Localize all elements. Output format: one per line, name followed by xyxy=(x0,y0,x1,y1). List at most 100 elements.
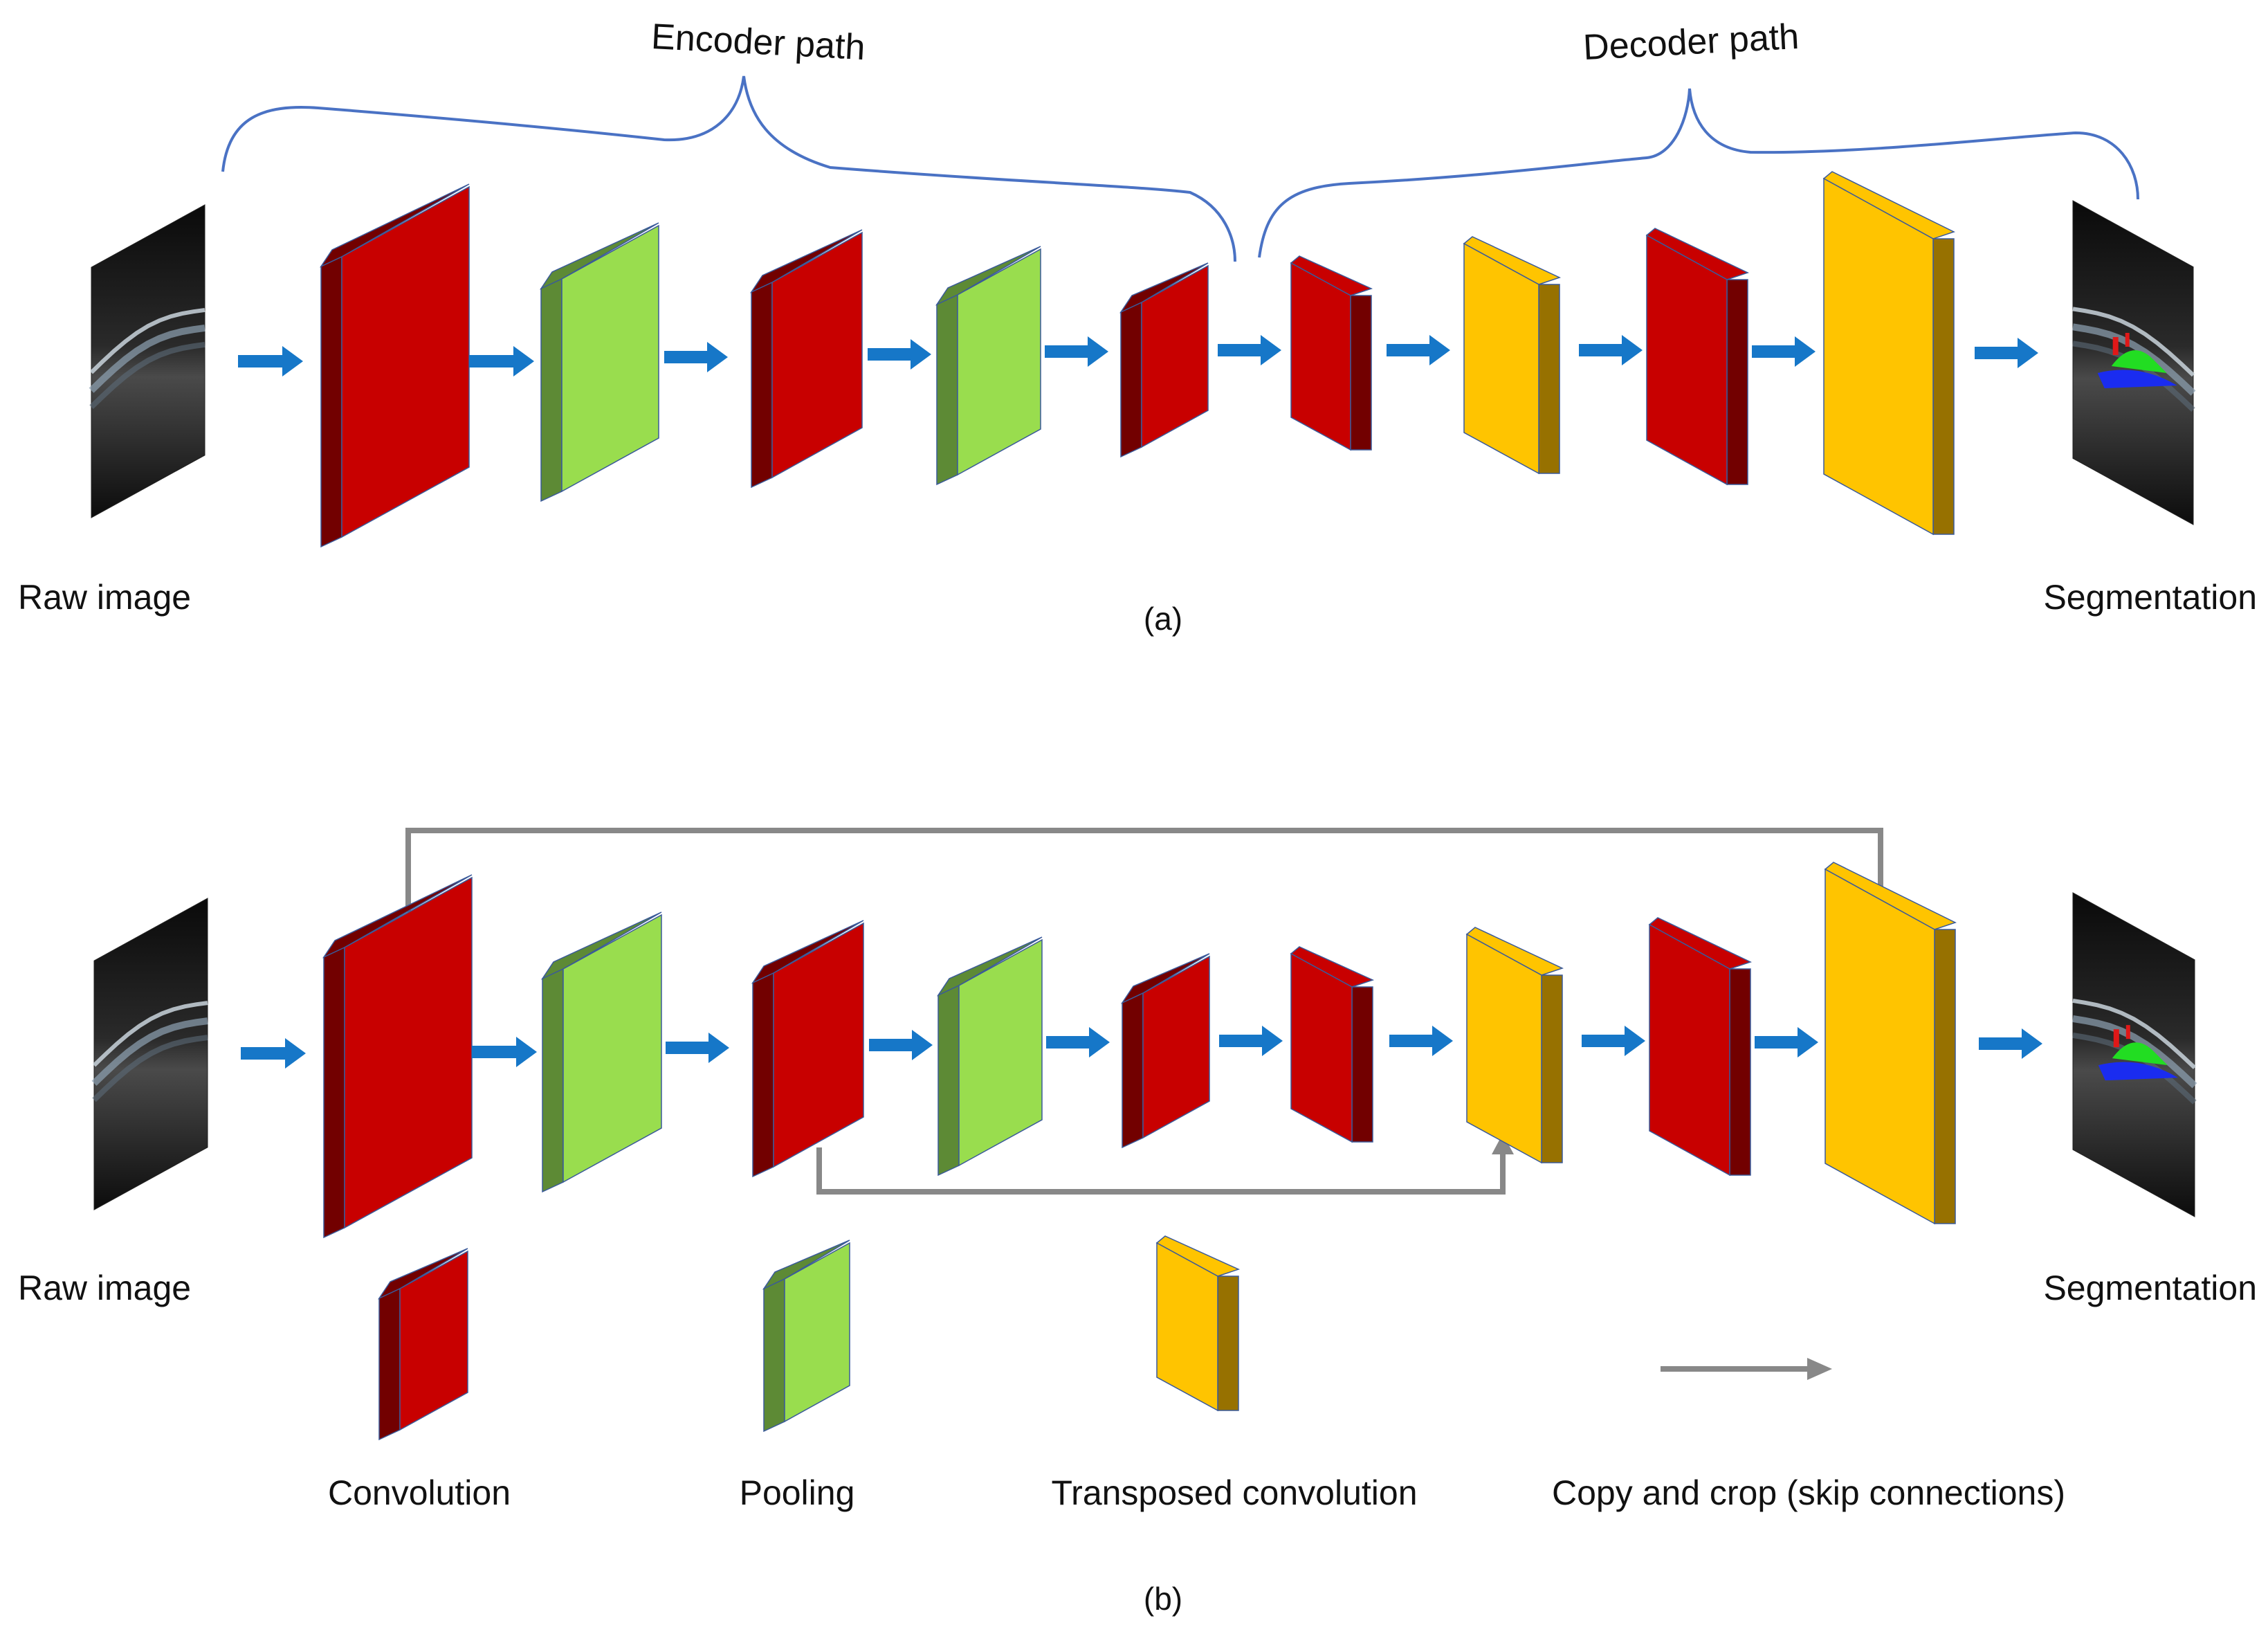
arrow-shaft xyxy=(241,1047,288,1060)
arrow-shaft xyxy=(664,351,710,363)
pool-block-b2 xyxy=(936,936,1043,1177)
tconv-block-a2 xyxy=(1822,171,1955,536)
conv-block-a4 xyxy=(1290,255,1373,451)
conv-block-b1 xyxy=(322,874,473,1239)
conv-block-b5 xyxy=(1648,917,1752,1177)
arrow-shaft xyxy=(1975,347,2020,359)
raw-image-a xyxy=(89,204,205,518)
skip-connection-top xyxy=(405,828,1892,914)
flow-arrow-a10 xyxy=(1975,338,2038,368)
block-front-face xyxy=(399,1250,468,1431)
block-side-face xyxy=(1217,1276,1239,1411)
legend: Convolution Pooling Transposed convoluti… xyxy=(328,1235,2065,1512)
arrow-head xyxy=(1089,1027,1110,1057)
segmentation-label-a: Segmentation xyxy=(2043,578,2257,617)
block-side-face xyxy=(1729,968,1751,1176)
flow-arrow-b10 xyxy=(1979,1028,2042,1059)
retina-band xyxy=(92,1001,208,1067)
retina-band-lower xyxy=(89,325,205,393)
arrow-head xyxy=(282,346,303,376)
legend-conv-swatch xyxy=(377,1248,468,1441)
arrow-head xyxy=(1622,335,1643,365)
arrow-shaft xyxy=(1045,345,1090,358)
decoder-brace xyxy=(1258,88,2139,258)
flow-arrow-b6 xyxy=(1219,1026,1283,1056)
arrow-shaft xyxy=(238,355,285,367)
segmentation-image-b xyxy=(2072,892,2197,1217)
flow-arrow-b4 xyxy=(869,1030,933,1060)
block-front-face xyxy=(1466,933,1542,1164)
retina-band-lower xyxy=(91,1017,208,1086)
flow-arrow-b3 xyxy=(666,1033,729,1063)
seg-green-region xyxy=(2111,350,2167,374)
arrow-head xyxy=(1261,335,1281,365)
seg-green-region xyxy=(2112,1042,2168,1066)
arrow-shaft xyxy=(469,355,516,367)
arrow-head xyxy=(707,342,728,372)
flow-arrow-b2 xyxy=(472,1037,537,1067)
block-side-face xyxy=(1726,279,1748,485)
block-side-face xyxy=(1932,238,1955,535)
block-front-face xyxy=(1156,1242,1218,1412)
conv-block-a1 xyxy=(319,183,470,548)
arrow-head xyxy=(1625,1026,1645,1056)
block-front-face xyxy=(561,224,659,493)
raw-image-label-b: Raw image xyxy=(18,1269,191,1307)
retina-band-lower xyxy=(2072,1015,2197,1089)
block-front-face xyxy=(1290,952,1353,1143)
arrow-shaft xyxy=(1979,1037,2024,1050)
block-front-face xyxy=(341,185,470,538)
block-side-face xyxy=(752,972,774,1178)
arrow-head xyxy=(2018,338,2038,368)
seg-blue-region xyxy=(2098,1062,2178,1081)
conv-block-b4 xyxy=(1290,946,1375,1143)
arrow-head xyxy=(1429,335,1450,365)
block-side-face xyxy=(323,946,345,1239)
block-side-face xyxy=(1351,986,1373,1143)
block-side-face xyxy=(540,278,563,502)
block-front-face xyxy=(957,248,1041,476)
seg-red-mark xyxy=(2112,337,2119,356)
block-front-face xyxy=(1823,177,1934,536)
retina-band-deep xyxy=(89,341,205,410)
block-side-face xyxy=(763,1278,785,1433)
segmentation-label-b: Segmentation xyxy=(2043,1269,2257,1307)
block-side-face xyxy=(1122,992,1144,1149)
retina-band-deep xyxy=(92,1035,208,1102)
arrow-head xyxy=(285,1038,306,1069)
arrow-shaft xyxy=(1387,344,1432,356)
arrow-shaft xyxy=(1582,1035,1627,1047)
block-front-face xyxy=(1141,264,1209,448)
block-front-face xyxy=(784,1242,850,1423)
block-front-face xyxy=(1142,955,1210,1139)
flow-arrow-a8 xyxy=(1579,335,1643,365)
conv-block-b2 xyxy=(751,920,864,1178)
flow-arrow-b9 xyxy=(1755,1027,1818,1057)
segmentation-image-a xyxy=(2072,200,2196,525)
block-front-face xyxy=(958,938,1043,1167)
skip-connection-bottom xyxy=(816,1134,1514,1195)
retina-band-lower xyxy=(2072,323,2196,396)
flow-arrow-a4 xyxy=(868,339,931,370)
arrow-head xyxy=(912,1030,933,1060)
block-front-face xyxy=(773,922,864,1168)
block-side-face xyxy=(938,984,960,1177)
block-front-face xyxy=(1463,242,1539,475)
pool-block-a2 xyxy=(935,246,1041,486)
arrow-shaft xyxy=(869,1039,915,1051)
flow-arrow-a2 xyxy=(469,346,534,376)
raw-image-label-a: Raw image xyxy=(18,578,191,617)
block-side-face xyxy=(1538,284,1560,474)
flow-arrow-b8 xyxy=(1582,1026,1645,1056)
block-side-face xyxy=(751,281,773,489)
block-side-face xyxy=(1120,301,1142,458)
flow-arrow-a7 xyxy=(1387,335,1450,365)
legend-skip-arrow xyxy=(1661,1358,1832,1380)
flow-arrow-a1 xyxy=(238,346,303,376)
panel-b: Raw image Segmentation Convolution Pooli… xyxy=(18,828,2257,1617)
conv-block-a3 xyxy=(1119,262,1209,458)
arrow-head xyxy=(516,1037,537,1067)
encoder-path-label: Encoder path xyxy=(650,17,866,68)
arrow-head xyxy=(708,1033,729,1063)
